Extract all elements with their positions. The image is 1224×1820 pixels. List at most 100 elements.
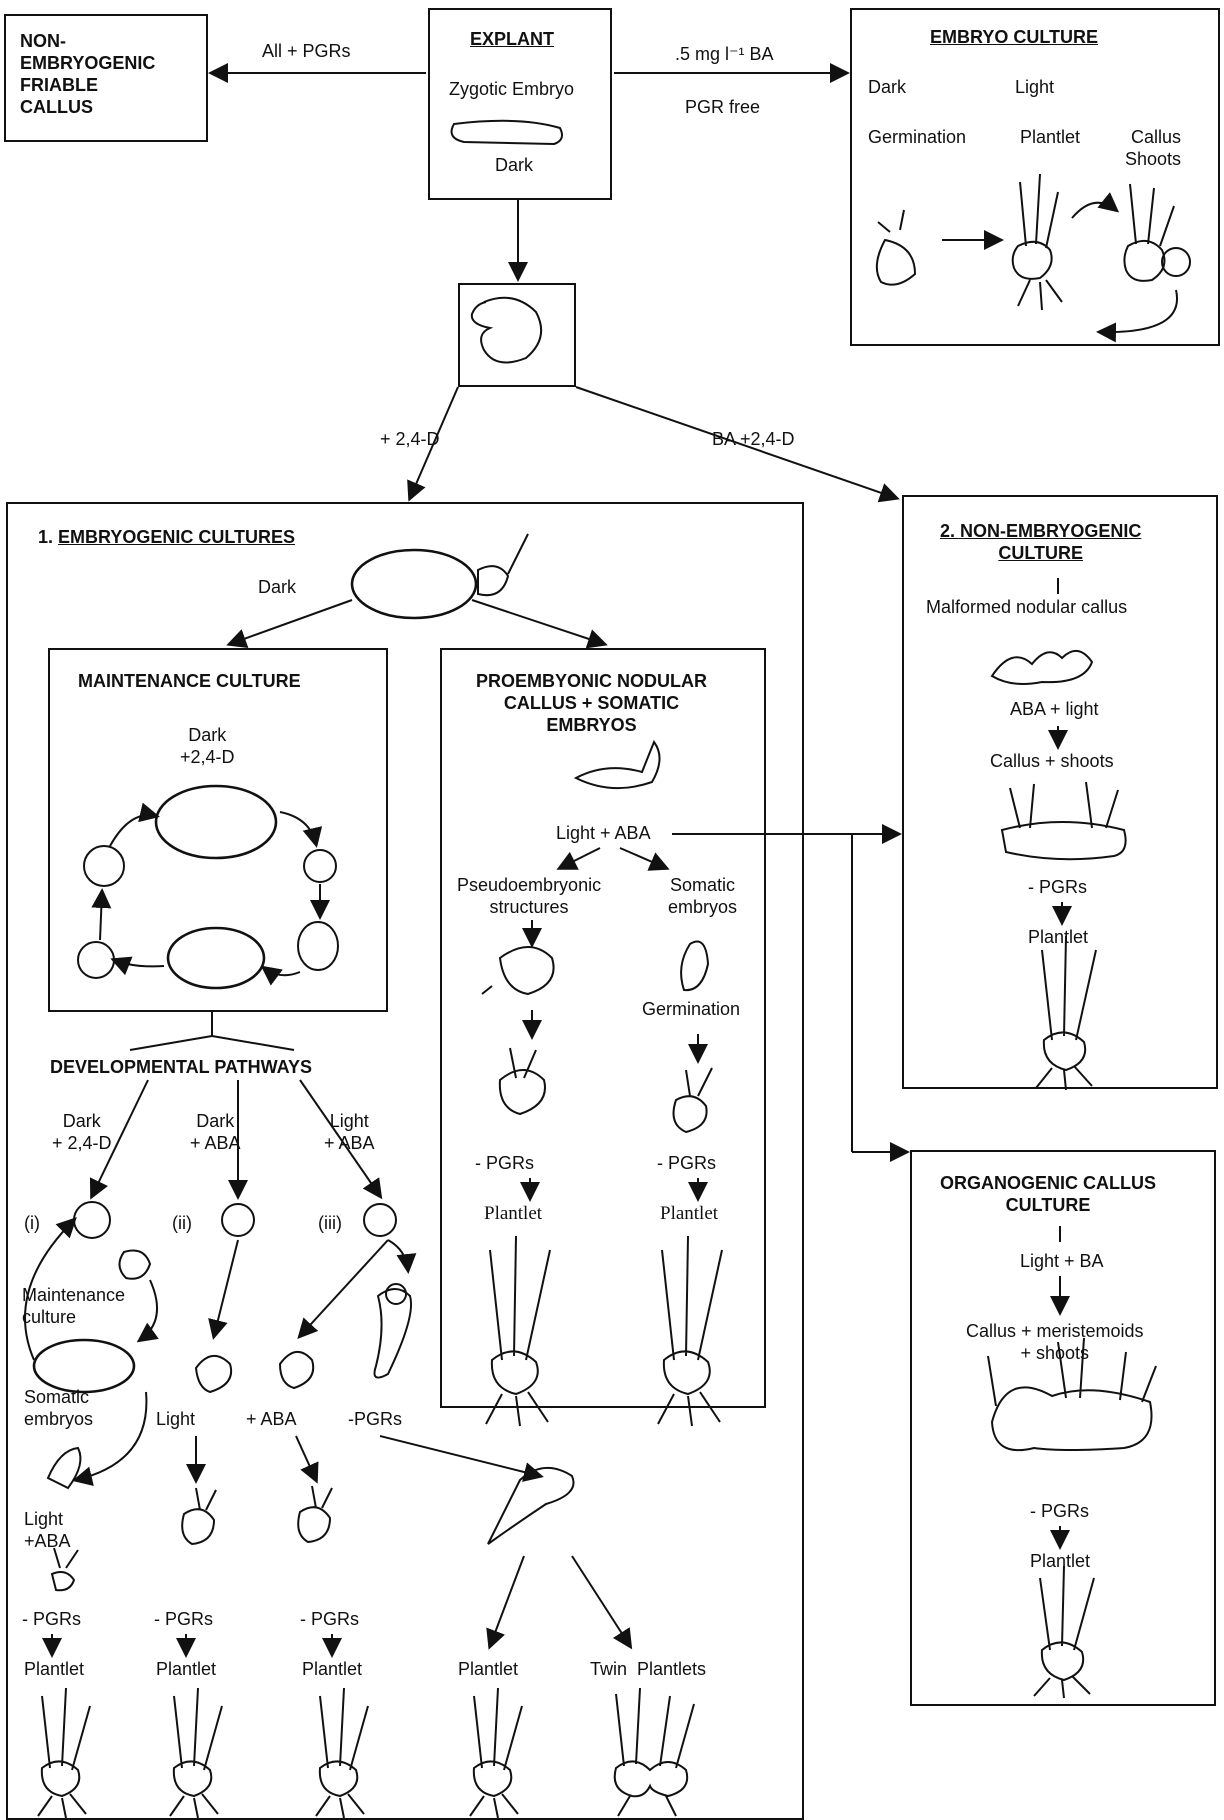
pathway-branch-3 xyxy=(211,1035,295,1051)
bottom-plantlet-3: Plantlet xyxy=(302,1659,363,1679)
nonembryogenic-friable-label: NON- EMBRYOGENIC FRIABLE CALLUS xyxy=(20,31,156,117)
light-label: Light xyxy=(156,1409,196,1429)
pathway3-arrow-left xyxy=(297,1239,389,1339)
ec-germination-label: Germination xyxy=(868,127,967,147)
maintenance-conditions: Dark +2,4-D xyxy=(180,725,235,767)
bottom-pgrs-2: - PGRs xyxy=(154,1609,214,1629)
arrow-to-proembryonic xyxy=(471,599,608,649)
proembryonic-box xyxy=(440,648,766,1408)
pseudoembryonic-sketch xyxy=(481,946,555,996)
organogenic-pgrs-label: - PGRs xyxy=(1030,1501,1090,1521)
organogenic-callus-sketch xyxy=(987,1337,1157,1452)
bottom-plantlet-sketch-1 xyxy=(37,1687,91,1819)
proemb-plantlet-sketch-1 xyxy=(485,1235,551,1427)
malformed-nodular-callus-sketch xyxy=(990,650,1094,685)
embryogenic-title-num: 1. xyxy=(38,527,59,547)
pathway1-cell xyxy=(73,1201,111,1239)
organogenic-plantlet-sketch xyxy=(1033,1565,1095,1699)
pathway1-germinating xyxy=(50,1547,79,1592)
somatic-embryo-sketch xyxy=(680,940,710,992)
cycle-arrow-top-right xyxy=(279,811,323,848)
nonembryogenic-culture-title: 2. NON-EMBRYOGENIC CULTURE xyxy=(940,520,1141,564)
callus-intermediate-box xyxy=(458,283,576,387)
pseudoembryonic-label: Pseudoembryonic structures xyxy=(457,875,602,917)
arrow-loop-back xyxy=(1096,289,1179,343)
callus-cluster-sketch xyxy=(1161,247,1191,277)
cycle-arrow-top-left xyxy=(109,802,160,847)
cycle-cell-right-top xyxy=(303,849,337,883)
pathway1-proembryo xyxy=(118,1249,152,1280)
proembryonic-nodular-callus xyxy=(573,739,661,790)
proembryonic-title: PROEMBYONIC NODULAR CALLUS + SOMATIC EMB… xyxy=(476,671,708,735)
twin-plantlets-label: Twin Plantlets xyxy=(590,1659,707,1679)
zygotic-embryo-label: Zygotic Embryo xyxy=(449,79,575,99)
nonembryogenic-culture-box xyxy=(902,495,1218,1089)
explant-title: EXPLANT xyxy=(470,29,555,49)
germinating-embryo-sketch xyxy=(875,209,917,286)
pathway1-conditions: Dark + 2,4-D xyxy=(52,1111,112,1153)
twin-precursor-sketch xyxy=(487,1467,575,1545)
embryogenic-callus-sketch xyxy=(350,548,478,620)
malformed-callus-label: Malformed nodular callus xyxy=(926,597,1128,617)
proemb-plantlet-sketch-2 xyxy=(657,1235,723,1427)
pathway1-number: (i) xyxy=(24,1213,40,1233)
explant-dark-label: Dark xyxy=(495,155,534,175)
maintenance-culture-title: MAINTENANCE CULTURE xyxy=(78,671,301,691)
pathway2-conditions: Dark + ABA xyxy=(190,1111,241,1153)
light-aba-pathway-label: Light +ABA xyxy=(24,1509,71,1551)
pathway1-somatic-embryo xyxy=(46,1446,82,1490)
pathway3-number: (iii) xyxy=(318,1213,342,1233)
pathway2-number: (ii) xyxy=(172,1213,192,1233)
pathway3-pseudoembryo xyxy=(278,1351,315,1390)
maintenance-callus-top xyxy=(154,784,278,860)
germinated-somatic-sketch xyxy=(672,1067,713,1134)
bottom-plantlet-sketch-2 xyxy=(169,1687,223,1819)
pathway3-elongated-embryo xyxy=(373,1288,413,1379)
pathway3-cell xyxy=(363,1203,397,1237)
pathway1-arrow-to-somatic xyxy=(72,1391,148,1487)
cycle-cell-left-top xyxy=(83,845,125,887)
pgrs-pseudo-label: - PGRs xyxy=(475,1153,535,1173)
pathway3-arrow-right xyxy=(387,1239,417,1274)
bottom-pgrs-3: - PGRs xyxy=(300,1609,360,1629)
embryo-culture-title: EMBRYO CULTURE xyxy=(930,27,1098,47)
minus-pgrs-short-label: -PGRs xyxy=(348,1409,402,1429)
callus-shoots-label: Callus + shoots xyxy=(990,751,1114,771)
pathway2-cell xyxy=(221,1203,255,1237)
plus-24d-label: + 2,4-D xyxy=(380,429,440,449)
bottom-plantlet-4: Plantlet xyxy=(458,1659,519,1679)
ba-concentration-label: .5 mg l⁻¹ BA xyxy=(675,44,774,64)
ec-light-label: Light xyxy=(1015,77,1055,97)
light-aba-label: Light + ABA xyxy=(556,823,651,843)
embryo-culture-box xyxy=(850,8,1220,346)
arrow-to-nonembryogenic xyxy=(575,386,900,503)
twin-plantlet-sketch xyxy=(613,1687,695,1817)
plantlet-sketch xyxy=(1011,173,1063,311)
plantlet-somatic-label: Plantlet xyxy=(660,1203,719,1224)
callus-shoots-sketch xyxy=(1123,183,1175,282)
embryogenic-cultures-title: 1. EMBRYOGENIC CULTURES xyxy=(38,526,295,548)
pathway2-seedling xyxy=(181,1487,217,1546)
arrow-to-plantlet-twin2 xyxy=(571,1555,633,1650)
pathway3-embryo-cells xyxy=(385,1283,407,1305)
arrow-to-maintenance xyxy=(226,599,353,648)
pathway3-seedling xyxy=(297,1485,333,1544)
bottom-plantlet-sketch-3 xyxy=(315,1687,369,1819)
pathway1-arrow xyxy=(89,1079,149,1200)
bottom-pgrs-1: - PGRs xyxy=(22,1609,82,1629)
maintenance-culture-box xyxy=(48,648,388,1012)
bottom-plantlet-sketch-4 xyxy=(469,1687,523,1819)
pathway3-pgrs-arrow xyxy=(379,1435,544,1482)
cycle-arrow-left-up xyxy=(91,888,112,941)
arrow-to-plantlet-twin1 xyxy=(486,1555,525,1650)
pathway2-pseudoembryo xyxy=(194,1355,232,1394)
arrow-to-embryogenic xyxy=(407,386,459,502)
callus-shoots-nonemb-sketch xyxy=(1000,781,1127,861)
ec-callus-shoots-label: Callus Shoots xyxy=(1125,127,1182,169)
bottom-plantlet-1: Plantlet xyxy=(24,1659,85,1679)
nonemb-pgrs-label: - PGRs xyxy=(1028,877,1088,897)
pathway2-arrow-down xyxy=(208,1239,239,1340)
pseudo-seedling-sketch xyxy=(498,1047,546,1116)
arrow-to-pseudo xyxy=(556,847,601,870)
